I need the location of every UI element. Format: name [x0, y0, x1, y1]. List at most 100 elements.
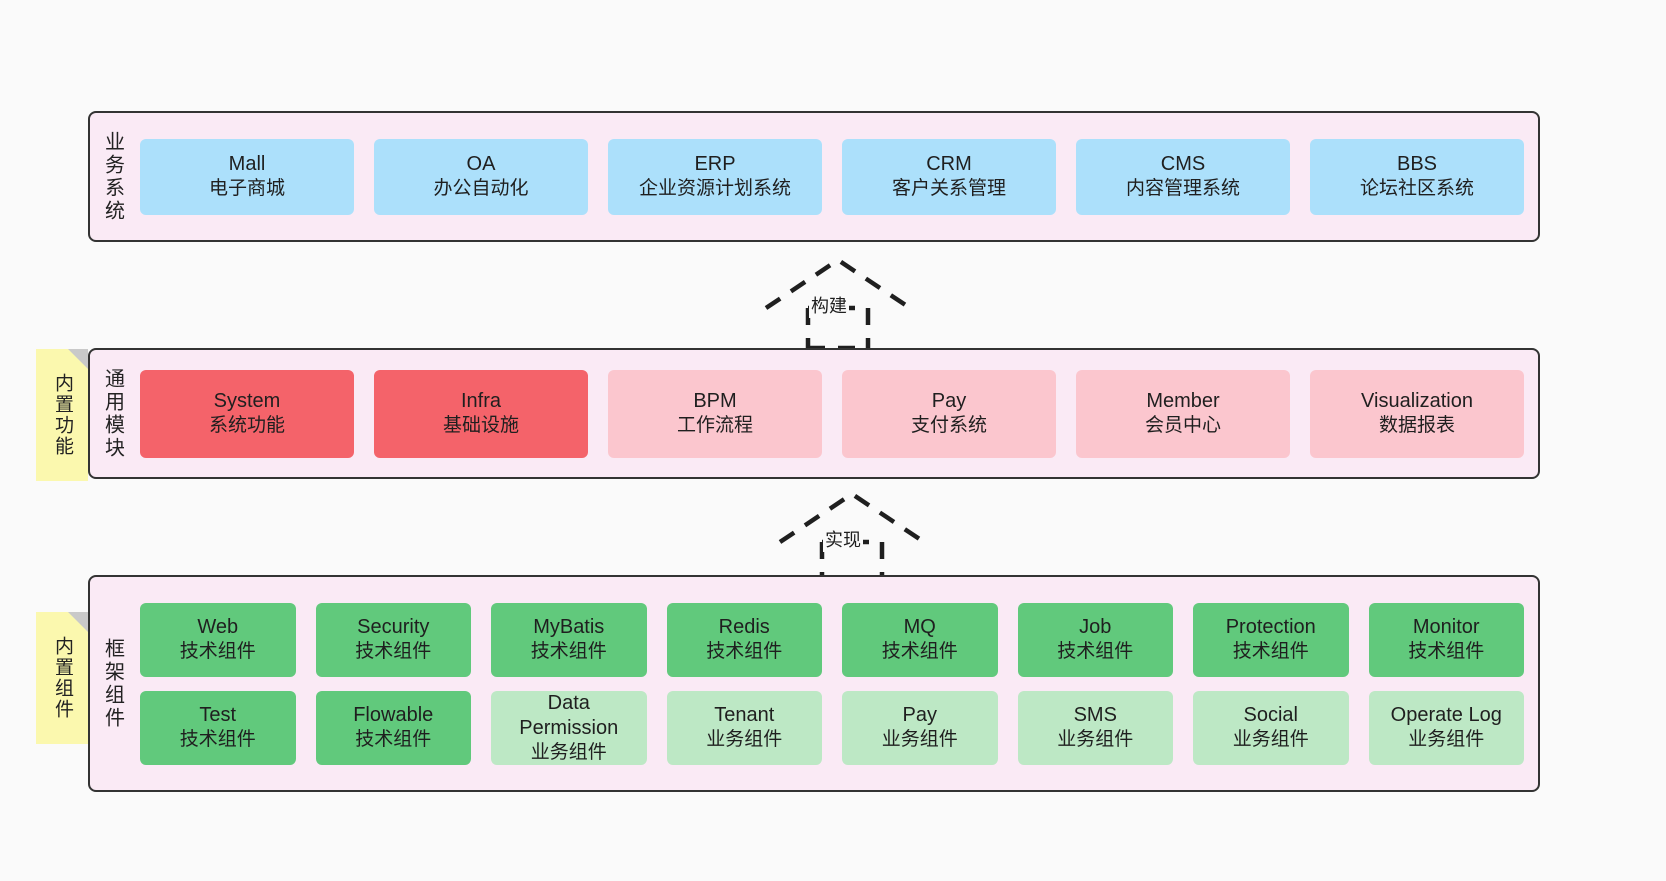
framework-box-pay[interactable]: Pay 业务组件 [842, 690, 998, 765]
box-subtitle: 业务组件 [1408, 729, 1485, 751]
box-subtitle: 业务组件 [1232, 729, 1309, 751]
box-title: Mall [228, 153, 266, 176]
connector-build-label: 构建 [809, 292, 849, 318]
framework-box-sms[interactable]: SMS 业务组件 [1017, 690, 1173, 765]
box-subtitle: 数据报表 [1378, 415, 1455, 437]
layer-common-module: 通用模块 System 系统功能 Infra 基础设施 BPM 工作流程 Pay… [88, 348, 1540, 479]
box-title: SMS [1073, 704, 1117, 727]
box-subtitle: 技术组件 [530, 641, 607, 663]
box-subtitle: 内容管理系统 [1125, 178, 1240, 200]
framework-box-protection[interactable]: Protection 技术组件 [1193, 602, 1349, 677]
box-title: CRM [926, 153, 972, 176]
framework-component-row-1: Web 技术组件 Security 技术组件 MyBatis 技术组件 Redi… [140, 602, 1524, 677]
box-subtitle: 系统功能 [208, 415, 285, 437]
box-subtitle: 业务组件 [706, 729, 783, 751]
connector-implement-label: 实现 [823, 526, 863, 552]
module-box-visualization[interactable]: Visualization 数据报表 [1310, 369, 1524, 458]
framework-box-web[interactable]: Web 技术组件 [140, 602, 296, 677]
framework-box-monitor[interactable]: Monitor 技术组件 [1368, 602, 1524, 677]
box-title: Operate Log [1390, 704, 1502, 727]
box-subtitle: 技术组件 [179, 729, 256, 751]
box-title: Protection [1225, 616, 1316, 639]
box-title: CMS [1160, 153, 1206, 176]
box-subtitle: 基础设施 [442, 415, 519, 437]
business-box-crm[interactable]: CRM 客户关系管理 [842, 138, 1056, 215]
business-box-oa[interactable]: OA 办公自动化 [374, 138, 588, 215]
box-title: Tenant [714, 704, 775, 727]
connector-implement: 实现 [762, 484, 942, 585]
layer-framework-component-body: Web 技术组件 Security 技术组件 MyBatis 技术组件 Redi… [134, 577, 1538, 790]
box-title: Infra [460, 390, 502, 413]
note-builtin-component-label: 内置组件 [51, 636, 73, 720]
business-box-erp[interactable]: ERP 企业资源计划系统 [608, 138, 822, 215]
module-box-member[interactable]: Member 会员中心 [1076, 369, 1290, 458]
layer-business-system-label: 业务系统 [101, 130, 124, 223]
box-title: MQ [903, 616, 936, 639]
business-box-bbs[interactable]: BBS 论坛社区系统 [1310, 138, 1524, 215]
layer-framework-component-label: 框架组件 [101, 637, 124, 730]
box-subtitle: 电子商城 [208, 178, 285, 200]
box-title: Data Permission [519, 691, 619, 739]
layer-business-system-body: Mall 电子商城 OA 办公自动化 ERP 企业资源计划系统 CRM 客户关系… [134, 113, 1538, 240]
box-title: BBS [1396, 153, 1438, 176]
module-box-system[interactable]: System 系统功能 [140, 369, 354, 458]
framework-box-job[interactable]: Job 技术组件 [1017, 602, 1173, 677]
business-box-cms[interactable]: CMS 内容管理系统 [1076, 138, 1290, 215]
box-subtitle: 技术组件 [881, 641, 958, 663]
box-title: Security [357, 616, 430, 639]
framework-box-social[interactable]: Social 业务组件 [1193, 690, 1349, 765]
box-subtitle: 企业资源计划系统 [638, 178, 791, 200]
box-title: Flowable [353, 704, 434, 727]
business-system-row: Mall 电子商城 OA 办公自动化 ERP 企业资源计划系统 CRM 客户关系… [140, 138, 1524, 215]
framework-box-security[interactable]: Security 技术组件 [315, 602, 471, 677]
box-title: MyBatis [533, 616, 605, 639]
module-box-infra[interactable]: Infra 基础设施 [374, 369, 588, 458]
framework-box-redis[interactable]: Redis 技术组件 [666, 602, 822, 677]
box-subtitle: 办公自动化 [433, 178, 529, 200]
box-subtitle: 业务组件 [530, 741, 607, 763]
business-box-mall[interactable]: Mall 电子商城 [140, 138, 354, 215]
box-title: OA [466, 153, 496, 176]
box-title: Member [1146, 390, 1220, 413]
box-title: Job [1079, 616, 1112, 639]
framework-component-row-2: Test 技术组件 Flowable 技术组件 Data Permission … [140, 690, 1524, 765]
box-subtitle: 技术组件 [355, 729, 432, 751]
note-builtin-function-label: 内置功能 [51, 373, 73, 457]
module-box-pay[interactable]: Pay 支付系统 [842, 369, 1056, 458]
module-box-bpm[interactable]: BPM 工作流程 [608, 369, 822, 458]
framework-box-data-permission[interactable]: Data Permission 业务组件 [491, 690, 647, 765]
box-subtitle: 论坛社区系统 [1359, 178, 1474, 200]
connector-build: 构建 [748, 250, 928, 351]
note-builtin-component: 内置组件 [36, 612, 88, 744]
framework-box-test[interactable]: Test 技术组件 [140, 690, 296, 765]
framework-box-mybatis[interactable]: MyBatis 技术组件 [491, 602, 647, 677]
box-title: ERP [694, 153, 736, 176]
box-subtitle: 技术组件 [355, 641, 432, 663]
box-subtitle: 业务组件 [1057, 729, 1134, 751]
box-title: BPM [693, 390, 737, 413]
box-title: System [213, 390, 281, 413]
box-title: Redis [718, 616, 770, 639]
box-subtitle: 技术组件 [1057, 641, 1134, 663]
box-subtitle: 客户关系管理 [891, 178, 1006, 200]
box-subtitle: 技术组件 [1408, 641, 1485, 663]
box-title: Test [199, 704, 237, 727]
box-subtitle: 技术组件 [1232, 641, 1309, 663]
box-title: Pay [902, 704, 937, 727]
box-title: Pay [931, 390, 967, 413]
layer-business-system: 业务系统 Mall 电子商城 OA 办公自动化 ERP 企业资源计划系统 CRM… [88, 111, 1540, 242]
framework-box-mq[interactable]: MQ 技术组件 [842, 602, 998, 677]
layer-framework-component: 框架组件 Web 技术组件 Security 技术组件 MyBatis 技术组件… [88, 575, 1540, 792]
framework-box-operate-log[interactable]: Operate Log 业务组件 [1368, 690, 1524, 765]
note-builtin-function: 内置功能 [36, 349, 88, 481]
framework-box-tenant[interactable]: Tenant 业务组件 [666, 690, 822, 765]
box-title: Social [1243, 704, 1298, 727]
box-subtitle: 工作流程 [676, 415, 753, 437]
common-module-row: System 系统功能 Infra 基础设施 BPM 工作流程 Pay 支付系统… [140, 369, 1524, 458]
box-subtitle: 会员中心 [1144, 415, 1221, 437]
box-subtitle: 技术组件 [706, 641, 783, 663]
box-subtitle: 技术组件 [179, 641, 256, 663]
framework-box-flowable[interactable]: Flowable 技术组件 [315, 690, 471, 765]
layer-common-module-body: System 系统功能 Infra 基础设施 BPM 工作流程 Pay 支付系统… [134, 350, 1538, 477]
